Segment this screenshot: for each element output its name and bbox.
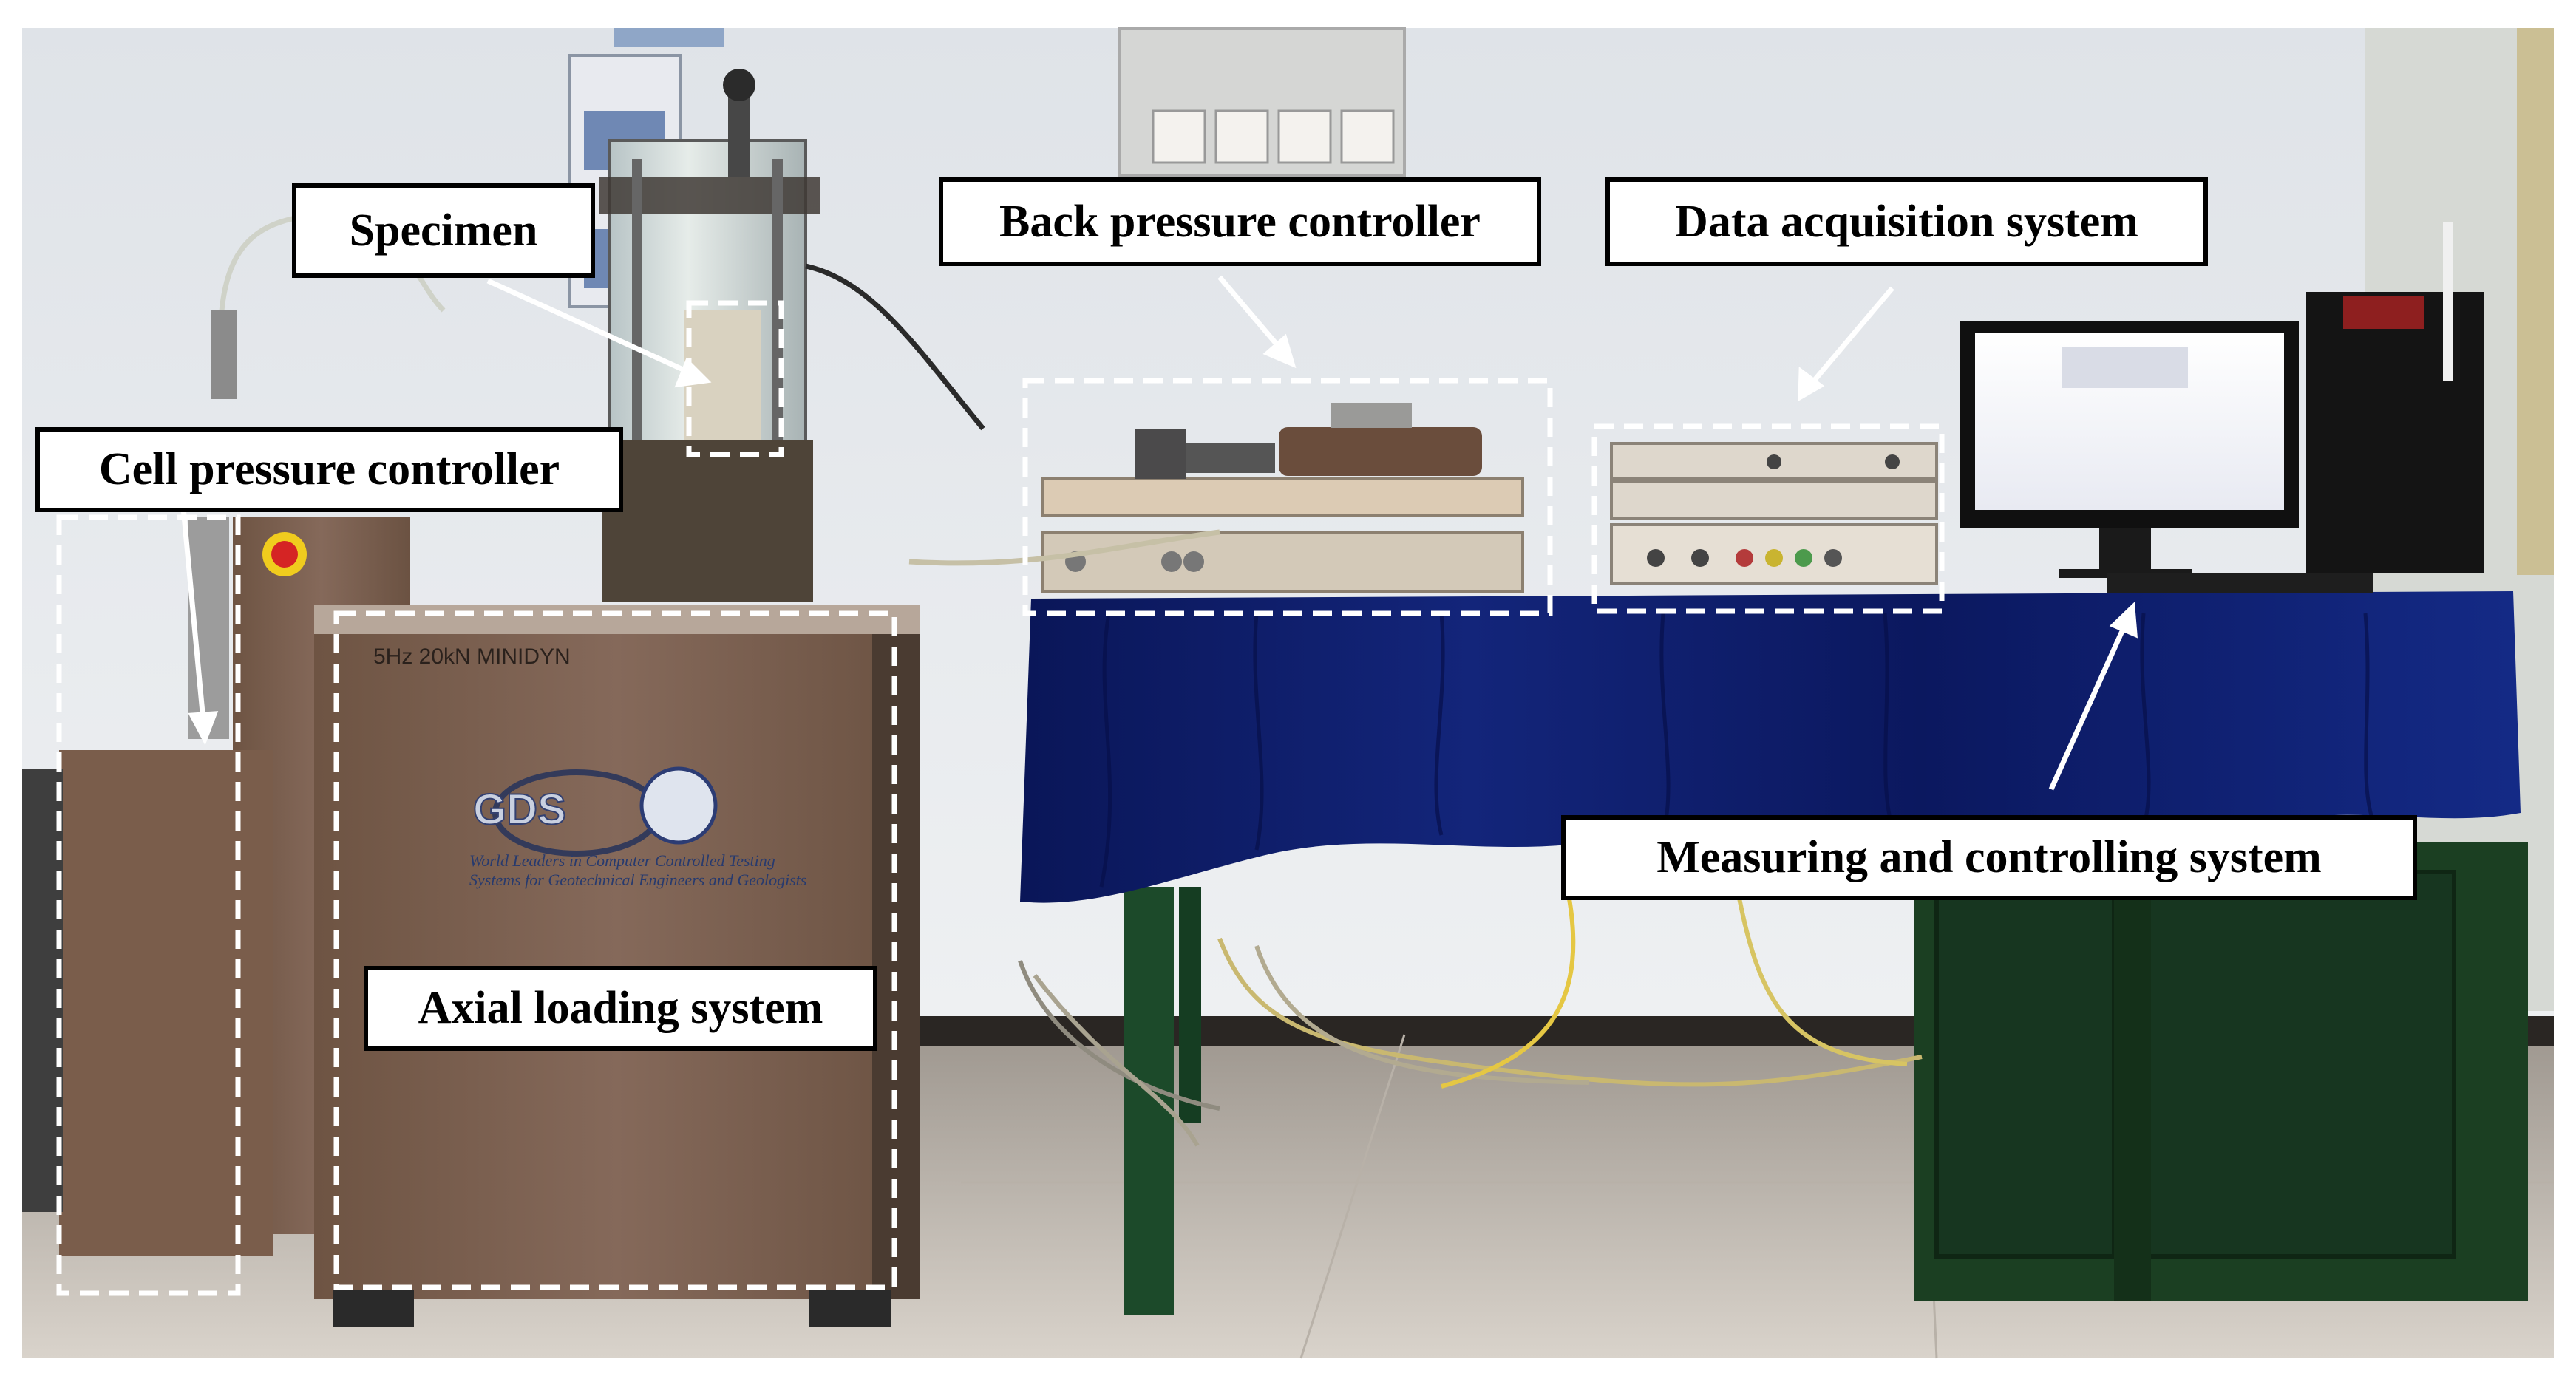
label-measuring-and-controlling-system: Measuring and controlling system: [1561, 815, 2417, 900]
annotation-frames: [56, 300, 1945, 1296]
triaxial-cell: [599, 69, 820, 602]
frame-specimen: [686, 300, 784, 457]
label-specimen: Specimen: [292, 183, 595, 278]
label-cell-pressure-controller: Cell pressure controller: [35, 427, 623, 512]
label-back-pressure-controller: Back pressure controller: [939, 177, 1541, 266]
table-leg-left: [1124, 887, 1174, 1315]
annotation-arrows: [178, 275, 2138, 791]
pc-tower: [2306, 222, 2484, 573]
keyboard: [2107, 573, 2373, 593]
computer-monitor: [1960, 321, 2299, 578]
brand-logo-text: GDS: [473, 786, 566, 834]
label-axial-loading-system: Axial loading system: [364, 966, 877, 1051]
globe-logo-icon: [639, 766, 718, 845]
data-acquisition-unit: [1610, 442, 1938, 585]
back-pressure-controller-unit: [1041, 403, 1524, 593]
tagline-line-1: World Leaders in Computer Controlled Tes…: [469, 851, 775, 870]
power-sockets-icon: [1152, 109, 1395, 164]
label-data-acquisition-system: Data acquisition system: [1605, 177, 2208, 266]
frame-model-text: 5Hz 20kN MINIDYN: [373, 644, 571, 669]
frame-cell-pressure: [56, 514, 241, 1296]
frame-back-pressure: [1022, 378, 1553, 616]
tagline-line-2: Systems for Geotechnical Engineers and G…: [469, 871, 806, 889]
side-rack: [22, 769, 63, 1212]
frame-axial-loading: [333, 610, 897, 1290]
valve: [211, 310, 237, 399]
table-leg-mid: [1179, 887, 1201, 1123]
